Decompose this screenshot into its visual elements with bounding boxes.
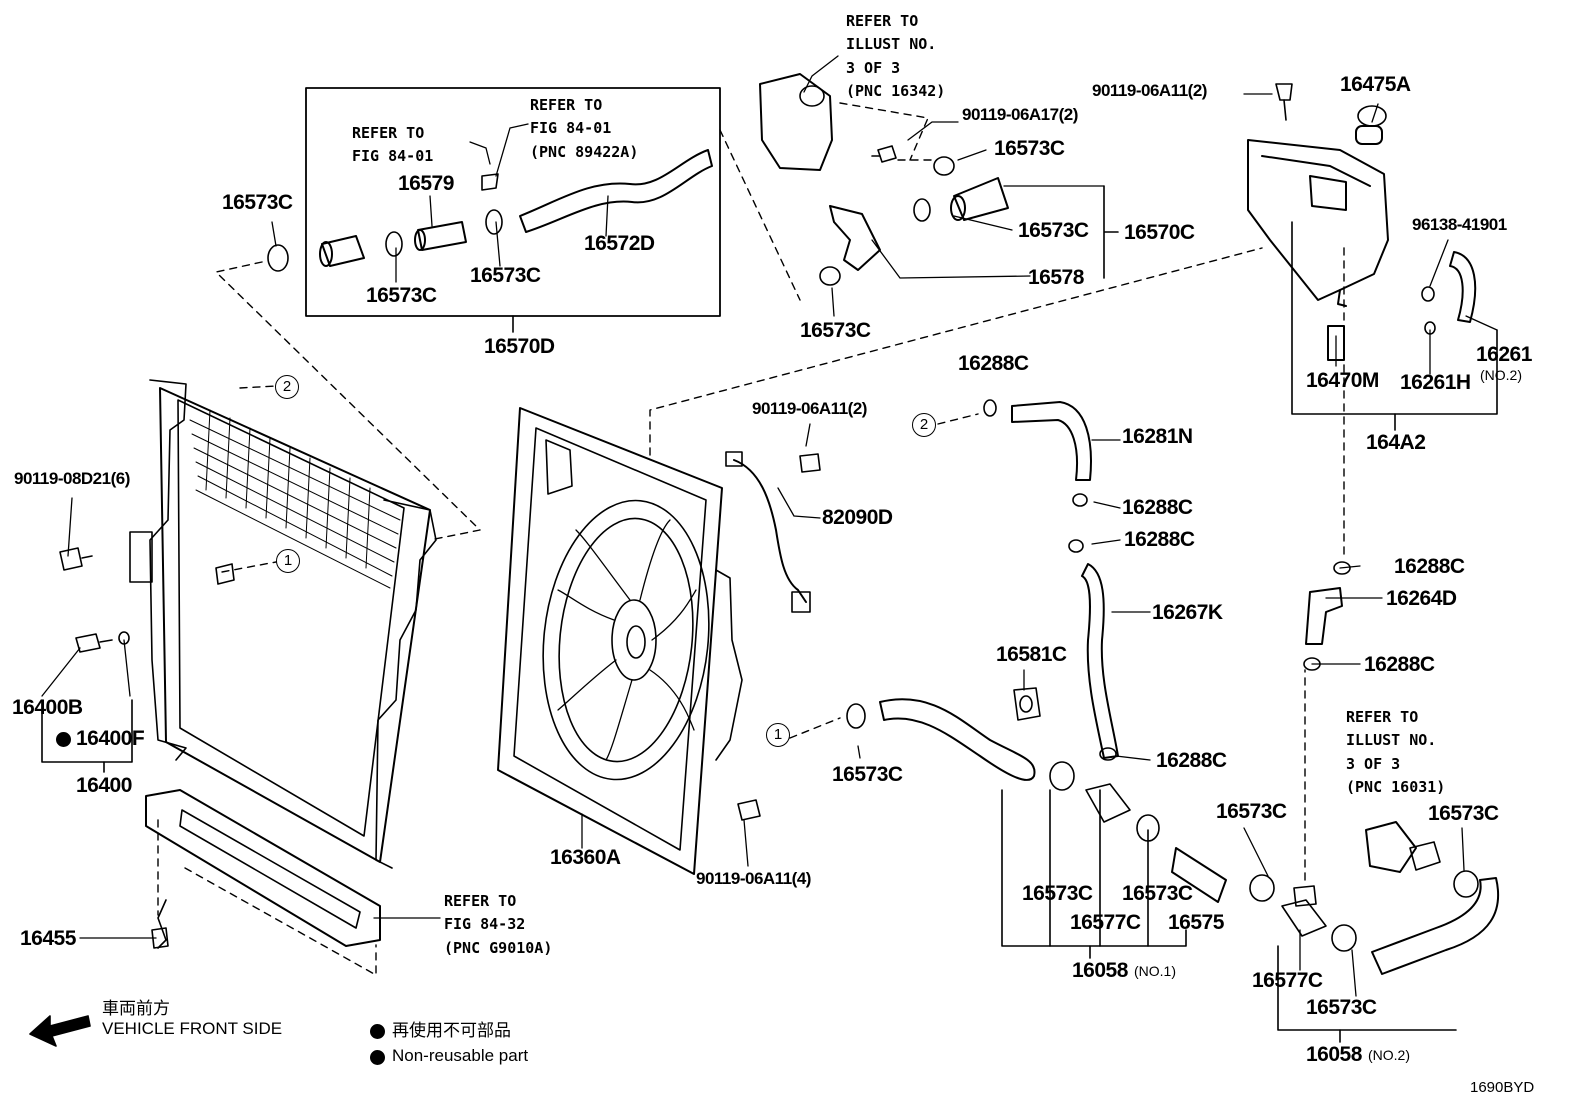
circle-marker-2: 2 bbox=[275, 375, 299, 399]
part-label-suffix: (NO.1) bbox=[1134, 963, 1176, 979]
part-label: 16581C bbox=[996, 643, 1067, 666]
non-reusable-dot-icon bbox=[56, 732, 71, 747]
part-label: 16288C bbox=[1156, 749, 1227, 772]
part-label: 16573C bbox=[994, 137, 1065, 160]
part-label: 16288C bbox=[958, 352, 1029, 375]
circle-marker-1: 1 bbox=[276, 549, 300, 573]
part-label: 16360A bbox=[550, 846, 621, 869]
part-label: 164A2 bbox=[1366, 431, 1426, 454]
part-label: 16288C bbox=[1122, 496, 1193, 519]
part-label: 16570C bbox=[1124, 221, 1195, 244]
legend-front-jp: 車両前方 bbox=[102, 999, 170, 1018]
part-label: 16573C bbox=[1018, 219, 1089, 242]
part-label: 16455 bbox=[20, 927, 76, 950]
part-label-suffix: (NO.2) bbox=[1480, 367, 1522, 383]
part-label: 16288C bbox=[1364, 653, 1435, 676]
part-label: 16572D bbox=[584, 232, 655, 255]
diagram-code: 1690BYD bbox=[1470, 1079, 1535, 1096]
part-label: 16573C bbox=[470, 264, 541, 287]
part-label: 16577C bbox=[1252, 969, 1323, 992]
part-label: 16577C bbox=[1070, 911, 1141, 934]
part-label: 16573C bbox=[1022, 882, 1093, 905]
non-reusable-dot-icon bbox=[370, 1024, 385, 1039]
part-label: 16261 bbox=[1476, 343, 1532, 366]
legend-nonreuse-en: Non-reusable part bbox=[392, 1046, 529, 1065]
part-label: 16261H bbox=[1400, 371, 1471, 394]
part-label: 16573C bbox=[832, 763, 903, 786]
reservoir-tank-drawing bbox=[1247, 125, 1389, 361]
part-label: 16573C bbox=[366, 284, 437, 307]
part-label: 90119-06A11(2) bbox=[752, 399, 867, 418]
radiator-drawing bbox=[129, 379, 437, 869]
part-label: 16573C bbox=[1428, 802, 1499, 825]
part-label: 16264D bbox=[1386, 587, 1457, 610]
part-label: 16281N bbox=[1122, 425, 1193, 448]
part-label: 16288C bbox=[1124, 528, 1195, 551]
front-arrow-icon bbox=[29, 1015, 91, 1047]
part-label: 16267K bbox=[1152, 601, 1223, 624]
part-label: 16288C bbox=[1394, 555, 1465, 578]
part-label: 16400F bbox=[76, 727, 145, 750]
part-label: 16400 bbox=[76, 774, 132, 797]
part-label: 90119-06A11(2) bbox=[1092, 81, 1207, 100]
part-label: 82090D bbox=[822, 506, 893, 529]
part-label: 90119-06A11(4) bbox=[696, 869, 811, 888]
part-label-suffix: (NO.2) bbox=[1368, 1047, 1410, 1063]
part-label: 16400B bbox=[12, 696, 83, 719]
circle-marker-1: 1 bbox=[766, 723, 790, 747]
part-label: 16475A bbox=[1340, 73, 1411, 96]
non-reusable-dot-icon bbox=[370, 1050, 385, 1065]
part-label: 16573C bbox=[1216, 800, 1287, 823]
part-label: 90119-06A17(2) bbox=[962, 105, 1078, 124]
part-label: 16058 bbox=[1072, 959, 1128, 982]
legend-front-en: VEHICLE FRONT SIDE bbox=[102, 1019, 283, 1038]
part-label: 16579 bbox=[398, 172, 454, 195]
part-label: 16575 bbox=[1168, 911, 1224, 934]
part-label: 16058 bbox=[1306, 1043, 1362, 1066]
part-label: 16570D bbox=[484, 335, 555, 358]
part-label: 16573C bbox=[1122, 882, 1193, 905]
part-label: 16470M bbox=[1306, 369, 1379, 392]
part-label: 16573C bbox=[800, 319, 871, 342]
part-label: 96138-41901 bbox=[1412, 215, 1507, 234]
legend-nonreuse-jp: 再使用不可部品 bbox=[392, 1021, 511, 1040]
circle-marker-2: 2 bbox=[912, 413, 936, 437]
fan-shroud-drawing bbox=[497, 407, 743, 875]
part-label: 90119-08D21(6) bbox=[14, 469, 130, 488]
part-label: 16578 bbox=[1028, 266, 1084, 289]
part-label: 16573C bbox=[222, 191, 293, 214]
part-label: 16573C bbox=[1306, 996, 1377, 1019]
